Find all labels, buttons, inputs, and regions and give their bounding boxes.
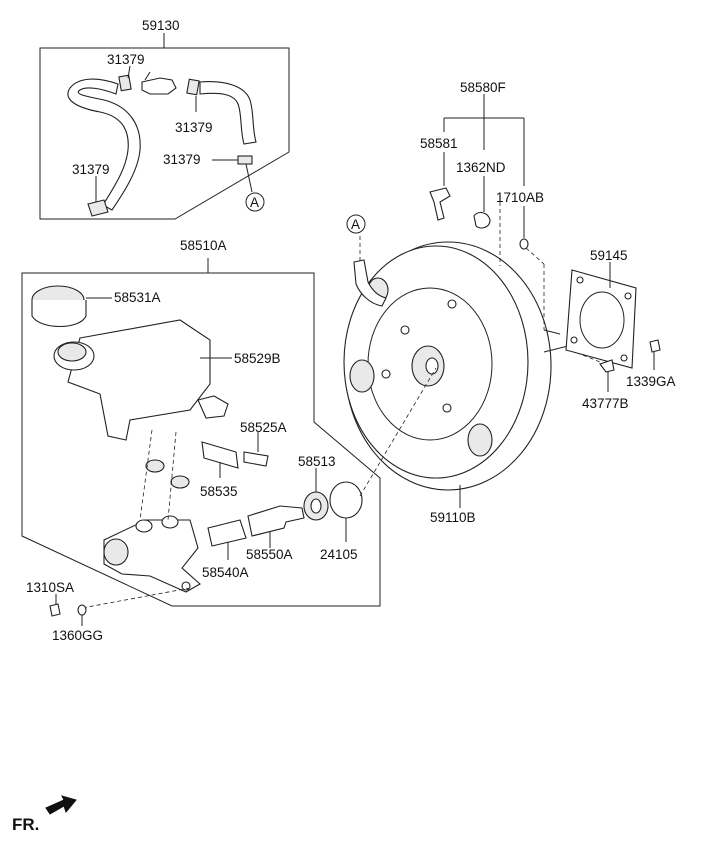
o-ring bbox=[519, 238, 529, 250]
washer bbox=[77, 604, 87, 616]
booster-gasket bbox=[565, 262, 661, 392]
label-58540A: 58540A bbox=[202, 565, 249, 580]
vacuum-nipple bbox=[353, 259, 387, 307]
master-cylinder-frame bbox=[21, 272, 381, 607]
label-58529B: 58529B bbox=[234, 351, 281, 366]
primary-piston bbox=[247, 505, 305, 537]
gasket-plate bbox=[565, 269, 637, 369]
label-callout-a: A bbox=[351, 217, 360, 232]
fluid-reservoir bbox=[67, 319, 211, 441]
vacuum-hose-assembly bbox=[39, 33, 290, 220]
label-31379: 31379 bbox=[175, 120, 213, 135]
nut bbox=[649, 339, 661, 353]
front-direction-label: FR. bbox=[12, 815, 39, 834]
hose-clamp bbox=[87, 199, 109, 217]
hose-clamp bbox=[118, 74, 132, 92]
clevis-pin bbox=[429, 187, 451, 221]
label-58531A: 58531A bbox=[114, 290, 161, 305]
switch bbox=[201, 441, 239, 469]
hose-clamp bbox=[237, 155, 253, 165]
label-59130: 59130 bbox=[142, 18, 180, 33]
grommet bbox=[170, 475, 190, 489]
label-1339GA: 1339GA bbox=[626, 374, 676, 389]
booster-hardware-kit bbox=[429, 94, 529, 250]
secondary-piston bbox=[207, 519, 247, 547]
fr-arrow-icon bbox=[45, 795, 77, 815]
label-58535: 58535 bbox=[200, 484, 238, 499]
right-hose bbox=[199, 81, 257, 145]
label-59110B: 59110B bbox=[430, 510, 476, 525]
label-callout-a: A bbox=[250, 195, 259, 210]
brake-booster bbox=[343, 195, 611, 508]
label-1710AB: 1710AB bbox=[496, 190, 544, 205]
master-cylinder-assembly bbox=[21, 258, 437, 609]
label-31379: 31379 bbox=[107, 52, 145, 67]
label-43777B: 43777B bbox=[582, 396, 629, 411]
label-59145: 59145 bbox=[590, 248, 628, 263]
reservoir-cap-skirt bbox=[31, 300, 87, 327]
hose-group-frame bbox=[39, 47, 290, 220]
label-31379: 31379 bbox=[163, 152, 201, 167]
label-31379: 31379 bbox=[72, 162, 110, 177]
label-58525A: 58525A bbox=[240, 420, 287, 435]
seal-disk bbox=[329, 481, 363, 519]
grommet bbox=[145, 459, 165, 473]
label-58513: 58513 bbox=[298, 454, 336, 469]
retaining-clip bbox=[473, 211, 491, 229]
label-58550A: 58550A bbox=[246, 547, 293, 562]
nut bbox=[49, 603, 61, 617]
level-sensor bbox=[197, 395, 229, 419]
callout-a-circle bbox=[245, 192, 265, 212]
label-1362ND: 1362ND bbox=[456, 160, 506, 175]
pin-clip bbox=[599, 359, 615, 373]
bolt bbox=[243, 451, 269, 467]
label-24105: 24105 bbox=[320, 547, 358, 562]
hose-clamp bbox=[186, 78, 200, 96]
left-hose bbox=[67, 78, 141, 211]
label-1360GG: 1360GG bbox=[52, 628, 103, 643]
label-58581: 58581 bbox=[420, 136, 458, 151]
callout-a-circle bbox=[346, 214, 366, 234]
label-1310SA: 1310SA bbox=[26, 580, 74, 595]
label-58580F: 58580F bbox=[460, 80, 506, 95]
check-valve bbox=[141, 77, 177, 95]
label-58510A: 58510A bbox=[180, 238, 227, 253]
